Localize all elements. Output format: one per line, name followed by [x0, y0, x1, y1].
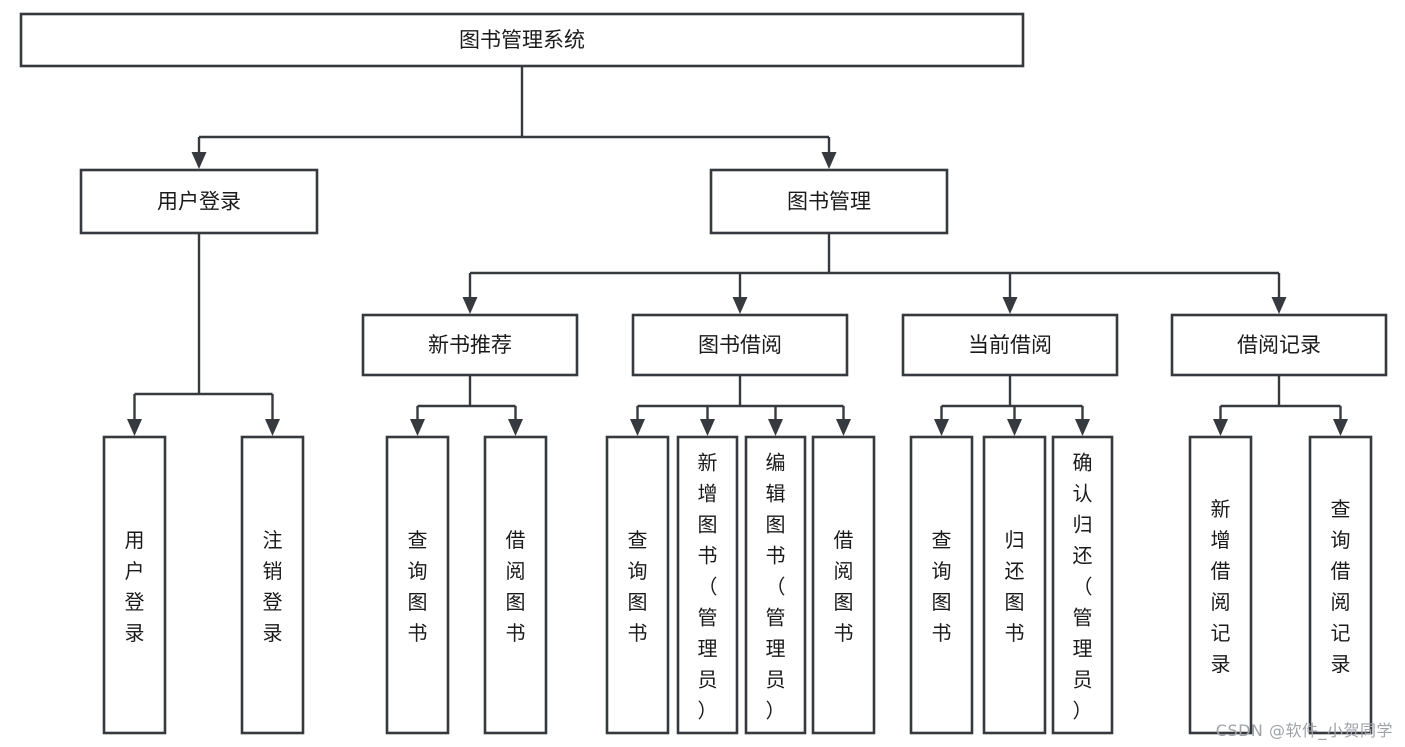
node-label: 借阅记录: [1237, 333, 1321, 357]
node-label: 新增借阅记录: [1211, 497, 1231, 676]
node-box: [1051, 435, 1114, 735]
node-label: 当前借阅: [968, 333, 1052, 357]
node-box: [631, 313, 849, 377]
node-label: 用户登录: [157, 190, 241, 214]
node-label: 新增图书（管理员）: [698, 451, 718, 723]
node-level3[interactable]: 新书推荐: [361, 313, 579, 377]
node-label: 查询图书: [408, 528, 428, 645]
node-leaf[interactable]: 归还图书: [982, 435, 1047, 735]
connector-layer: [127, 66, 1348, 436]
node-box: [676, 435, 739, 735]
arrow-head-icon: [1007, 419, 1022, 436]
arrow-head-icon: [265, 419, 280, 436]
arrow-head-icon: [700, 419, 715, 436]
node-box: [811, 435, 876, 735]
node-box: [385, 435, 450, 735]
arrow-head-icon: [1213, 419, 1228, 436]
node-box: [709, 168, 949, 235]
node-box: [79, 168, 319, 235]
node-label: 确认归还（管理员）: [1073, 451, 1093, 723]
arrow-head-icon: [934, 419, 949, 436]
node-level3[interactable]: 当前借阅: [901, 313, 1119, 377]
node-leaf[interactable]: 新增借阅记录: [1188, 435, 1253, 735]
node-leaf[interactable]: 用户登录: [102, 435, 167, 735]
node-box: [1308, 435, 1373, 735]
node-leaf[interactable]: 借阅图书: [811, 435, 876, 735]
node-label: 注销登录: [263, 528, 283, 645]
node-box: [240, 435, 305, 735]
arrow-head-icon: [462, 297, 478, 314]
node-box: [982, 435, 1047, 735]
node-level3[interactable]: 借阅记录: [1170, 313, 1388, 377]
node-box: [909, 435, 974, 735]
node-leaf[interactable]: 借阅图书: [483, 435, 548, 735]
node-label: 图书管理系统: [459, 28, 585, 52]
node-label: 归还图书: [1005, 528, 1025, 645]
node-label: 借阅图书: [834, 528, 854, 645]
node-label: 图书借阅: [698, 333, 782, 357]
arrow-head-icon: [1075, 419, 1090, 436]
node-box: [102, 435, 167, 735]
arrow-head-icon: [191, 152, 207, 169]
node-label: 图书管理: [787, 190, 871, 214]
node-leaf[interactable]: 编辑图书（管理员）: [744, 435, 807, 735]
node-label: 编辑图书（管理员）: [766, 451, 786, 723]
node-label: 查询图书: [628, 528, 648, 645]
node-leaf[interactable]: 确认归还（管理员）: [1051, 435, 1114, 735]
arrow-head-icon: [410, 419, 425, 436]
arrow-head-icon: [1271, 297, 1287, 314]
node-label: 借阅图书: [506, 528, 526, 645]
arrow-head-icon: [732, 297, 748, 314]
node-label: 查询图书: [932, 528, 952, 645]
node-label: 用户登录: [125, 528, 145, 645]
node-box: [1188, 435, 1253, 735]
arrow-head-icon: [821, 152, 837, 169]
arrow-head-icon: [508, 419, 523, 436]
node-box: [361, 313, 579, 377]
node-box: [605, 435, 670, 735]
arrow-head-icon: [1002, 297, 1018, 314]
node-level2[interactable]: 用户登录: [79, 168, 319, 235]
node-box: [19, 12, 1025, 68]
csdn-watermark: CSDN @软件_小贺同学: [1215, 721, 1393, 740]
node-leaf[interactable]: 查询借阅记录: [1308, 435, 1373, 735]
node-box: [1170, 313, 1388, 377]
arrow-head-icon: [836, 419, 851, 436]
node-level2[interactable]: 图书管理: [709, 168, 949, 235]
arrow-head-icon: [127, 419, 142, 436]
node-leaf[interactable]: 新增图书（管理员）: [676, 435, 739, 735]
node-layer: 图书管理系统用户登录图书管理新书推荐图书借阅当前借阅借阅记录用户登录注销登录查询…: [19, 12, 1388, 735]
node-box: [744, 435, 807, 735]
node-root[interactable]: 图书管理系统: [19, 12, 1025, 68]
arrow-head-icon: [1333, 419, 1348, 436]
arrow-head-icon: [630, 419, 645, 436]
node-leaf[interactable]: 查询图书: [385, 435, 450, 735]
node-leaf[interactable]: 查询图书: [909, 435, 974, 735]
node-label: 查询借阅记录: [1331, 497, 1351, 676]
node-box: [483, 435, 548, 735]
node-leaf[interactable]: 注销登录: [240, 435, 305, 735]
node-box: [901, 313, 1119, 377]
node-leaf[interactable]: 查询图书: [605, 435, 670, 735]
arrow-head-icon: [768, 419, 783, 436]
node-label: 新书推荐: [428, 333, 512, 357]
node-level3[interactable]: 图书借阅: [631, 313, 849, 377]
